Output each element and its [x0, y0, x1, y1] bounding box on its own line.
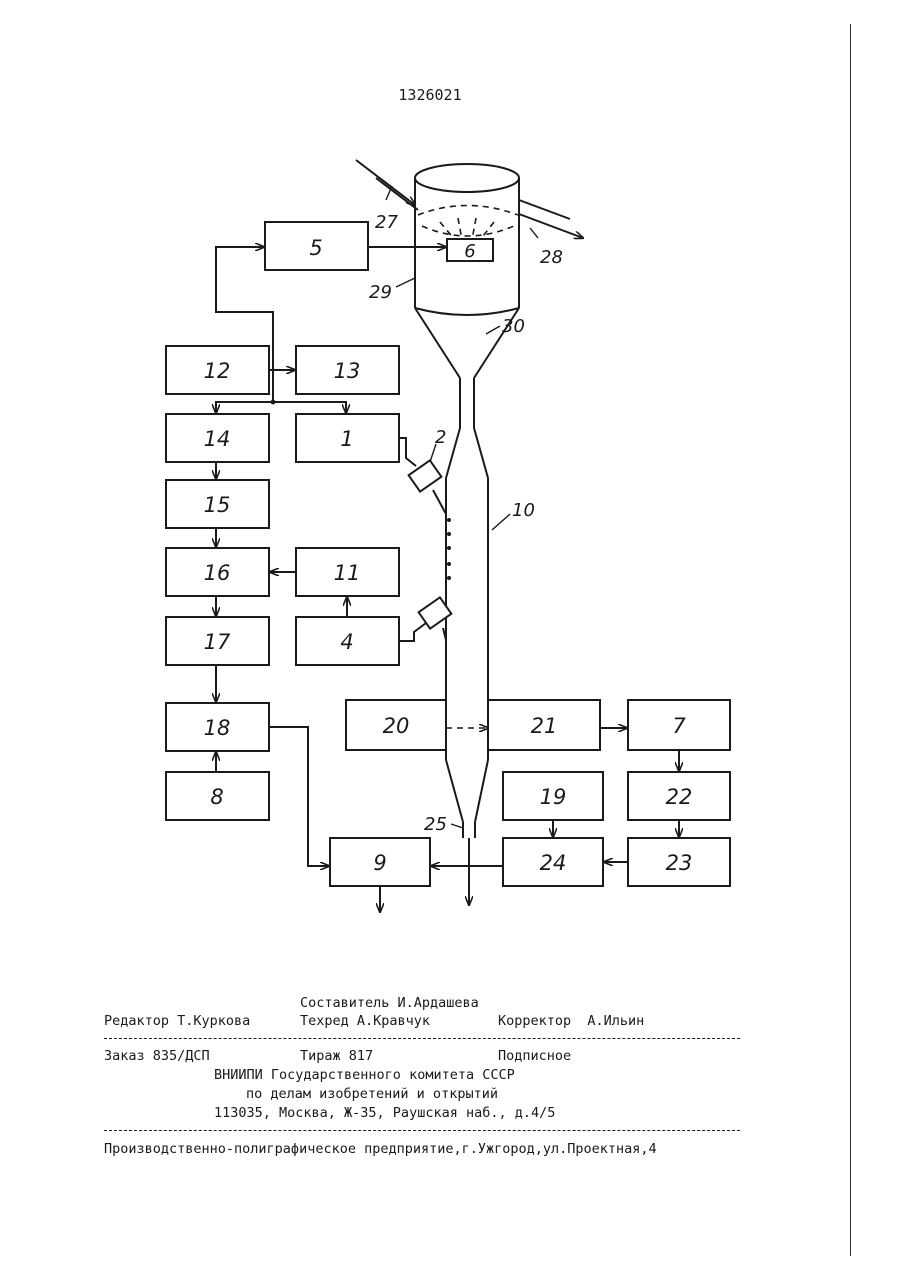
block-23-label: 23: [666, 851, 693, 875]
block-24-label: 24: [540, 851, 567, 875]
sensor-dots: [447, 518, 451, 580]
taper-right: [475, 760, 488, 822]
imprint-circulation: Тираж 817: [300, 1048, 373, 1064]
block-11-label: 11: [334, 561, 361, 585]
block-16-label: 16: [204, 561, 231, 585]
block-14-label: 14: [204, 427, 231, 451]
block-6-label: 6: [464, 241, 475, 262]
spray-line-2: [480, 222, 494, 240]
imprint-subscription: Подписное: [498, 1048, 571, 1064]
flare-left: [446, 428, 460, 478]
connections: [216, 247, 679, 912]
imprint-compiler: Составитель И.Ардашева: [300, 995, 479, 1011]
imprint-address: 113035, Москва, Ж-35, Раушская наб., д.4…: [214, 1105, 555, 1121]
imprint-corrector: Корректор А.Ильин: [498, 1013, 644, 1029]
imprint-editor: Редактор Т.Куркова: [104, 1013, 250, 1029]
block-diagram: 1326021: [0, 0, 900, 960]
imprint-org-line1: ВНИИПИ Государственного комитета СССР: [214, 1067, 515, 1083]
imprint-printer: Производственно-полиграфическое предприя…: [104, 1141, 657, 1157]
ref-28: 28: [540, 247, 563, 268]
sensor-2: [409, 460, 446, 514]
block-20-label: 20: [383, 714, 410, 738]
spray-line-1: [440, 222, 455, 240]
block-1-label: 1: [340, 427, 353, 451]
ref-10: 10: [512, 500, 535, 521]
block-21-label: 21: [531, 714, 558, 738]
block-5-label: 5: [309, 236, 322, 260]
ref-25: 25: [424, 814, 447, 835]
cone-left: [415, 308, 460, 378]
imprint-rule-1: [104, 1038, 740, 1039]
ref-27: 27: [375, 212, 398, 233]
block-9-label: 9: [373, 851, 386, 875]
block-7-label: 7: [672, 714, 686, 738]
cyclone-bottom-seam: [415, 308, 519, 315]
block-13-label: 13: [334, 359, 361, 383]
block-19-label: 19: [540, 785, 567, 809]
imprint-rule-2: [104, 1130, 740, 1131]
block-15-label: 15: [204, 493, 231, 517]
block-18-label: 18: [204, 716, 231, 740]
block-4-label: 4: [340, 630, 353, 654]
inlet-pipe-27: [356, 160, 415, 205]
ref-29: 29: [369, 282, 392, 303]
block-8-label: 8: [210, 785, 223, 809]
ref-2: 2: [435, 427, 446, 448]
inlet-pipe-27b: [376, 178, 418, 210]
spray-line-4: [472, 218, 476, 240]
taper-left: [446, 760, 463, 822]
outlet-pipe-28: [519, 214, 583, 238]
patent-number: 1326021: [398, 86, 461, 104]
imprint-techred: Техред А.Кравчук: [300, 1013, 430, 1029]
cyclone-top: [415, 164, 519, 192]
flare-right: [474, 428, 488, 478]
distributor-dashed-arc: [422, 226, 514, 236]
distributor-dashed: [418, 206, 518, 216]
imprint-org-line2: по делам изобретений и открытий: [246, 1086, 498, 1102]
block-12-label: 12: [204, 359, 231, 383]
block-17-label: 17: [204, 630, 231, 654]
imprint-order: Заказ 835/ДСП: [104, 1048, 210, 1064]
ref-30: 30: [502, 316, 525, 337]
spray-line-3: [458, 218, 462, 240]
page-edge-line: [850, 24, 851, 1256]
block-22-label: 22: [666, 785, 693, 809]
